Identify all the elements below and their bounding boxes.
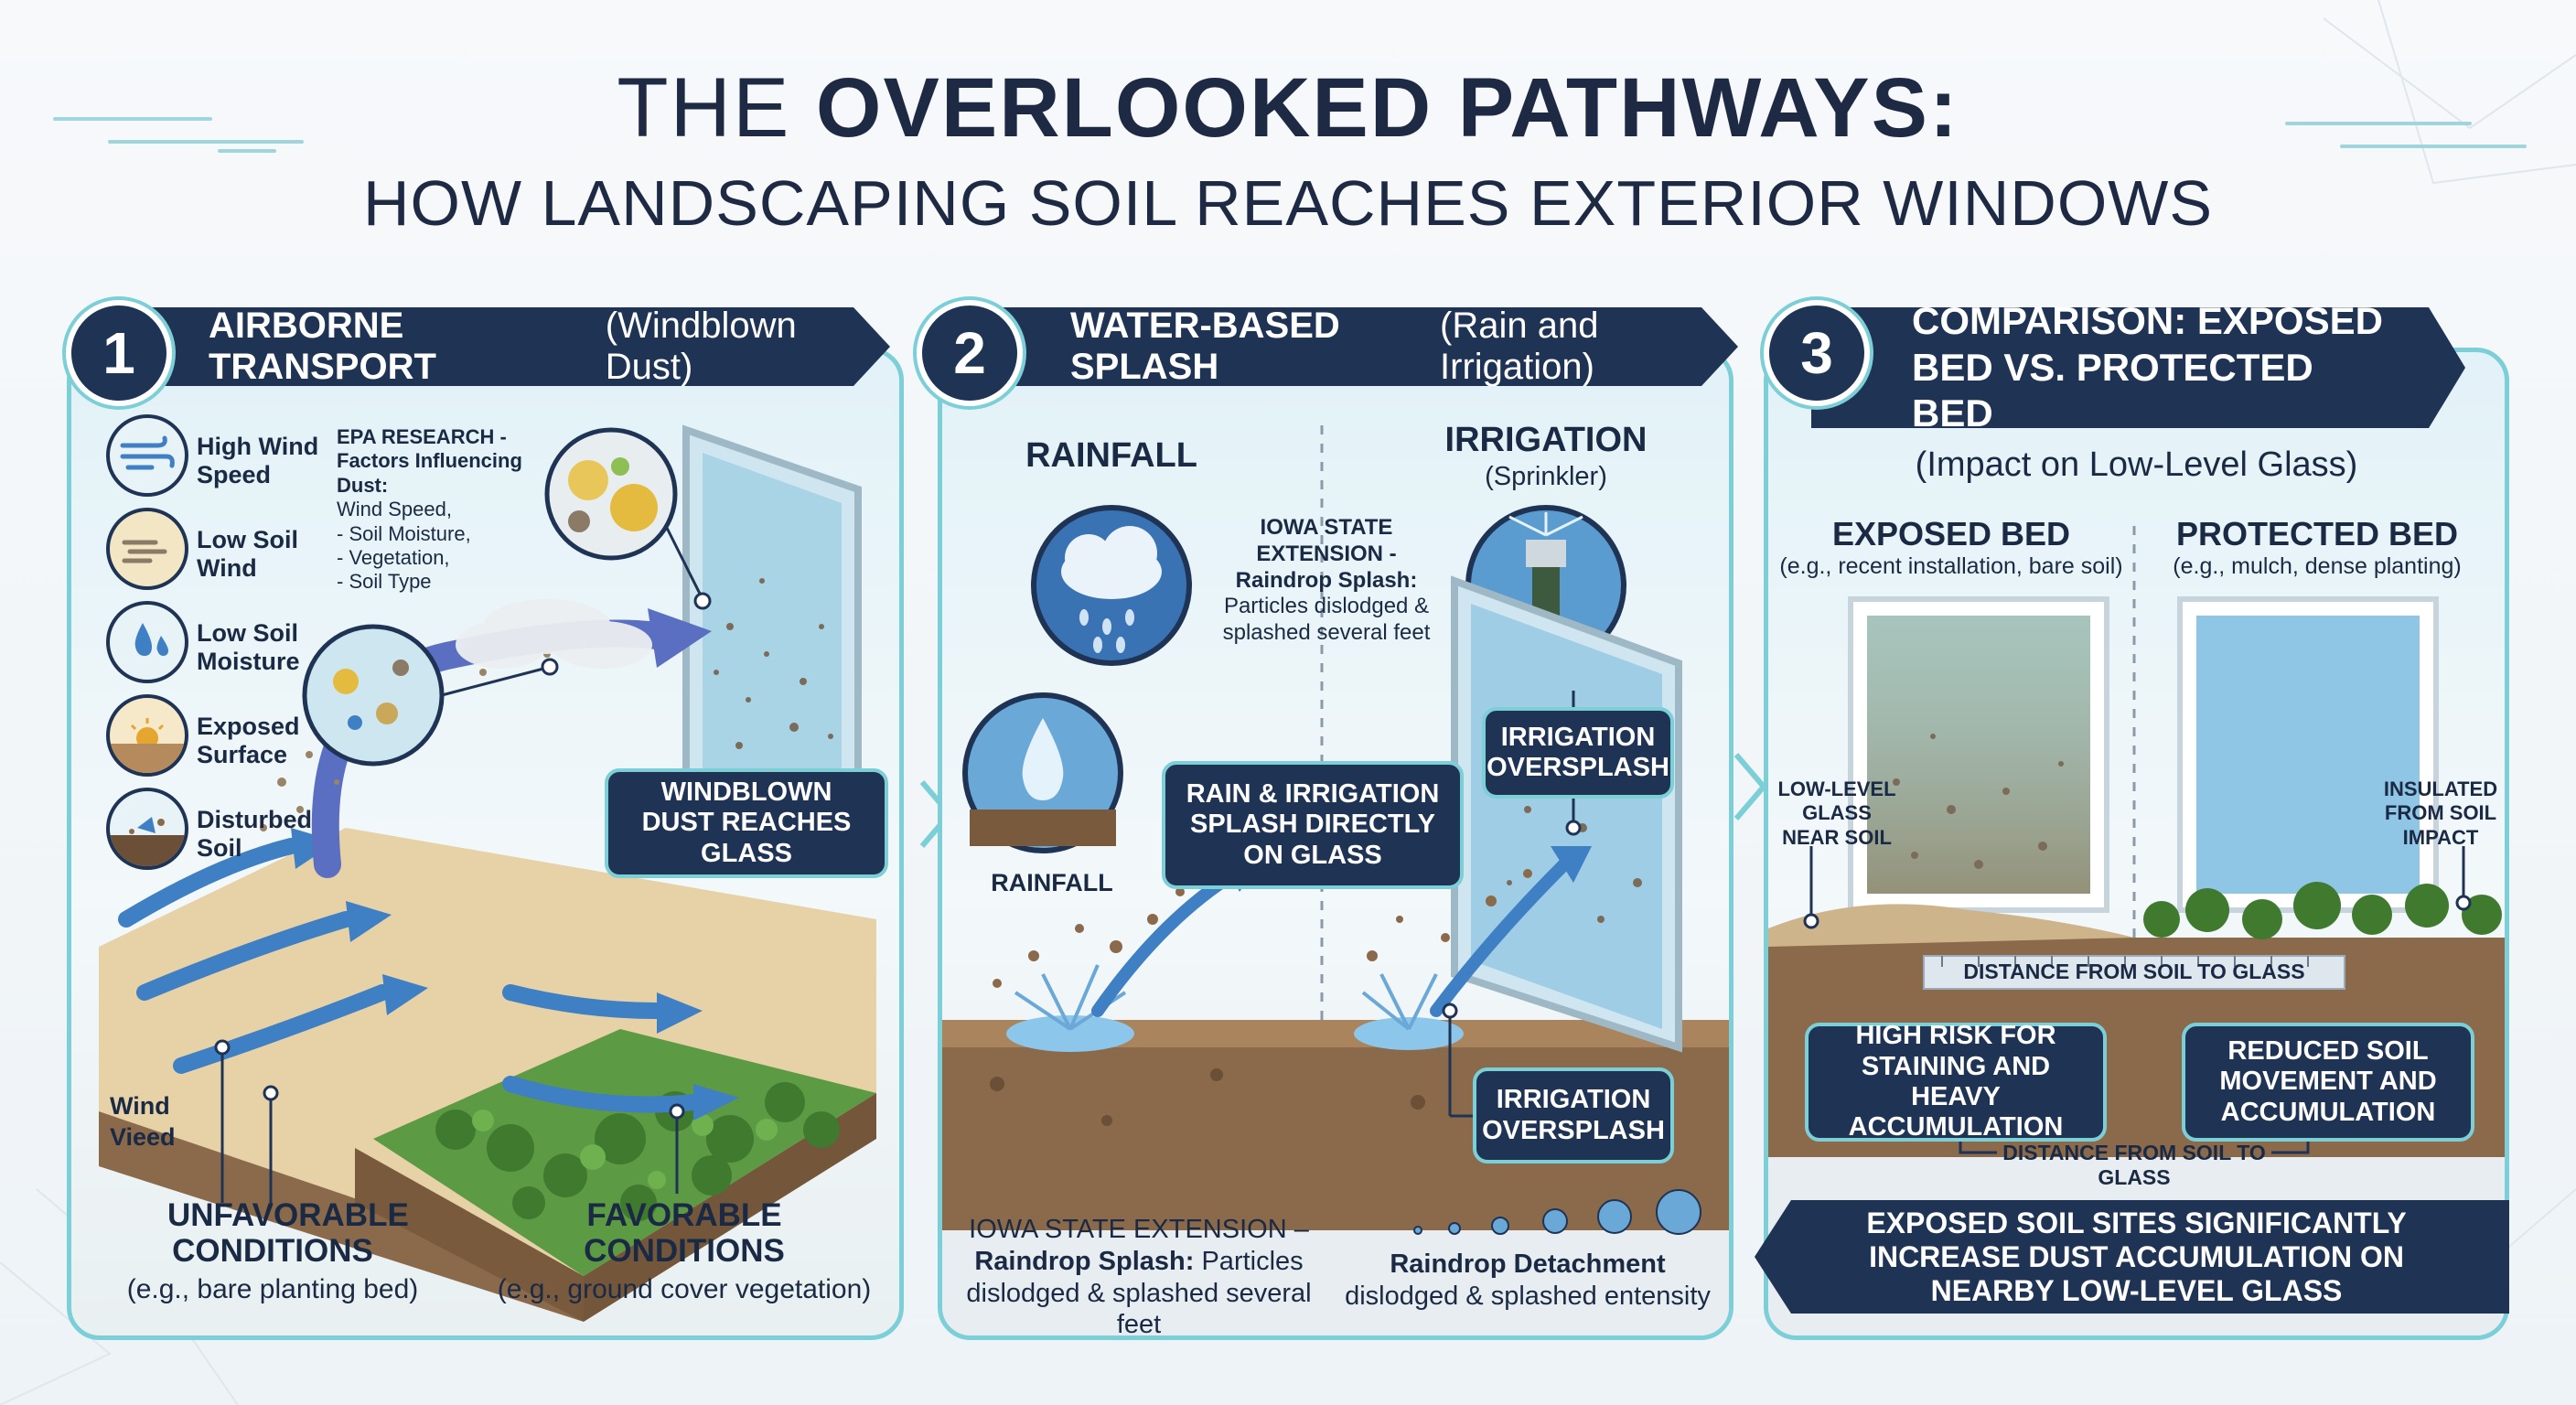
step-badge-3: 3: [1764, 300, 1870, 406]
comparison-subtitle: (Impact on Low-Level Glass): [1915, 445, 2358, 484]
iowa-bottom-note: IOWA STATE EXTENSION – Raindrop Splash: …: [942, 1214, 1336, 1340]
step-badge-2: 2: [917, 300, 1023, 406]
favorable-sub: (e.g., ground cover vegetation): [497, 1274, 872, 1304]
droplet-icon: [106, 601, 188, 683]
page-subtitle: HOW LANDSCAPING SOIL REACHES EXTERIOR WI…: [362, 167, 2214, 239]
epa-item-vegetation: - Vegetation,: [337, 545, 450, 569]
title-bold: OVERLOOKED PATHWAYS:: [815, 61, 1959, 155]
rainfall-heading: RAINFALL: [1025, 436, 1197, 475]
iowa-top-body: Particles dislodged & splashed several f…: [1222, 594, 1431, 646]
disturbed-soil-icon: [106, 788, 188, 870]
factor-label-low-wind: Low Soil Wind: [197, 526, 298, 582]
exposed-bed-sub: (e.g., recent installation, bare soil): [1779, 553, 2123, 579]
splash-scene: [942, 425, 1729, 1335]
protected-bed-sub: (e.g., mulch, dense planting): [2173, 553, 2462, 579]
wind-label: Wind Vieed: [110, 1092, 176, 1151]
title-light: THE: [617, 61, 791, 155]
callout-oversplash-bottom: IRRIGATION OVERSPLASH: [1473, 1067, 1674, 1164]
unfavorable-sub: (e.g., bare planting bed): [126, 1274, 419, 1304]
wind-icon: [106, 414, 188, 497]
irrigation-sub: (Sprinkler): [1485, 462, 1607, 491]
iowa-bottom-line2: dislodged & splashed several feet: [966, 1278, 1312, 1340]
chevron-connector-2: [1733, 753, 1767, 820]
insulated-label: INSULATED FROM SOIL IMPACT: [2383, 778, 2498, 849]
airborne-scene: [99, 424, 876, 1322]
epa-item-moisture: - Soil Moisture,: [337, 521, 471, 545]
high-risk-box: HIGH RISK FOR STAINING AND HEAVY ACCUMUL…: [1805, 1021, 2107, 1142]
distance-label-top: DISTANCE FROM SOIL TO GLASS: [1963, 960, 2305, 983]
callout-oversplash-top: IRRIGATION OVERSPLASH: [1482, 707, 1674, 799]
panel-water-splash: RAINFALL IRRIGATION (Sprinkler) IOWA STA…: [938, 348, 1733, 1340]
iowa-top-title: IOWA STATE EXTENSION - Raindrop Splash:: [1235, 515, 1418, 593]
banner-airborne-transport: AIRBORNE TRANSPORT (Windblown Dust): [108, 307, 890, 386]
raindrop-impact-icon: [962, 692, 1123, 853]
iowa-bottom-bold: Raindrop Splash:: [974, 1246, 1195, 1276]
banner2-title-light: (Rain and Irrigation): [1440, 306, 1599, 387]
panel-comparison: (Impact on Low-Level Glass) EXPOSED BED …: [1764, 348, 2509, 1340]
dust-cloud: [456, 599, 652, 669]
banner2-title-bold: WATER-BASED SPLASH: [1070, 306, 1340, 387]
exposed-bed-title: EXPOSED BED: [1831, 515, 2071, 552]
banner1-title-light: (Windblown Dust): [605, 306, 797, 387]
irrigation-heading: IRRIGATION: [1444, 421, 1648, 459]
rainfall-label: RAINFALL: [991, 869, 1113, 896]
factor-label-high-wind: High Wind Speed: [197, 433, 319, 488]
protected-bed-title: PROTECTED BED: [2175, 515, 2459, 552]
iowa-top-note: IOWA STATE EXTENSION - Raindrop Splash: …: [1217, 515, 1436, 647]
protected-window: [2177, 596, 2439, 913]
factor-label-exposed-surface: Exposed Surface: [197, 713, 300, 768]
rain-cloud-icon: [1031, 505, 1192, 666]
raindrop-detachment-note: Raindrop Detachment dislodged & splashed…: [1336, 1249, 1720, 1313]
conclusion-banner: EXPOSED SOIL SITES SIGNIFICANTLY INCREAS…: [1755, 1200, 2509, 1314]
splash-right: [1354, 869, 1532, 1050]
callout-windblown-dust: WINDBLOWN DUST REACHES GLASS: [605, 768, 888, 878]
sun-surface-icon: [106, 694, 188, 777]
exposed-window: [1848, 596, 2109, 913]
iowa-bottom-title: IOWA STATE EXTENSION –: [969, 1215, 1309, 1244]
low-level-glass-label: LOW-LEVEL GLASS NEAR SOIL: [1777, 778, 1896, 849]
favorable-conditions: FAVORABLE CONDITIONS (e.g., ground cover…: [492, 1197, 876, 1305]
favorable-title: FAVORABLE CONDITIONS: [584, 1197, 785, 1269]
unfavorable-conditions: UNFAVORABLE CONDITIONS (e.g., bare plant…: [90, 1197, 456, 1305]
unfavorable-title: UNFAVORABLE CONDITIONS: [167, 1197, 409, 1269]
particle-magnifier-bottom: [302, 624, 445, 767]
conclusion-text: EXPOSED SOIL SITES SIGNIFICANTLY INCREAS…: [1866, 1206, 2407, 1307]
banner-water-splash: WATER-BASED SPLASH (Rain and Irrigation): [970, 307, 1738, 386]
particle-magnifier-top: [544, 427, 678, 561]
detachment-body: dislodged & splashed entensity: [1345, 1281, 1711, 1311]
wind-arrows: [118, 838, 702, 1113]
window-illustration: [682, 424, 862, 870]
distance-label-bottom: DISTANCE FROM SOIL TO GLASS: [2002, 1141, 2266, 1189]
callout-splash-glass: RAIN & IRRIGATION SPLASH DIRECTLY ON GLA…: [1162, 761, 1464, 889]
breeze-icon: [106, 508, 188, 590]
epa-item-wind: Wind Speed,: [337, 498, 452, 521]
iowa-bottom-rest: Particles: [1201, 1246, 1304, 1276]
page-title: THE OVERLOOKED PATHWAYS:: [0, 60, 2576, 156]
factor-label-disturbed-soil: Disturbed Soil: [197, 806, 313, 862]
reduced-box: REDUCED SOIL MOVEMENT AND ACCUMULATION: [2182, 1023, 2474, 1142]
step-badge-1: 1: [66, 300, 172, 406]
panel-airborne-transport: High Wind Speed Low Soil Wind Low Soil M…: [67, 348, 904, 1340]
iowa-bottom-line1: Raindrop Splash: Particles: [942, 1246, 1336, 1278]
distance-ruler: [1923, 955, 2345, 990]
epa-item-soil-type: - Soil Type: [337, 570, 432, 594]
epa-title: EPA RESEARCH - Factors Influencing Dust:: [337, 425, 522, 497]
banner3-title: COMPARISON: EXPOSED BED VS. PROTECTED BE…: [1912, 299, 2383, 435]
factor-label-low-moisture: Low Soil Moisture: [197, 619, 300, 675]
banner1-title-bold: AIRBORNE TRANSPORT: [209, 306, 436, 387]
banner-comparison: COMPARISON: EXPOSED BED VS. PROTECTED BE…: [1811, 307, 2465, 428]
epa-research-note: EPA RESEARCH - Factors Influencing Dust:…: [337, 425, 538, 595]
detachment-title: Raindrop Detachment: [1390, 1249, 1666, 1279]
